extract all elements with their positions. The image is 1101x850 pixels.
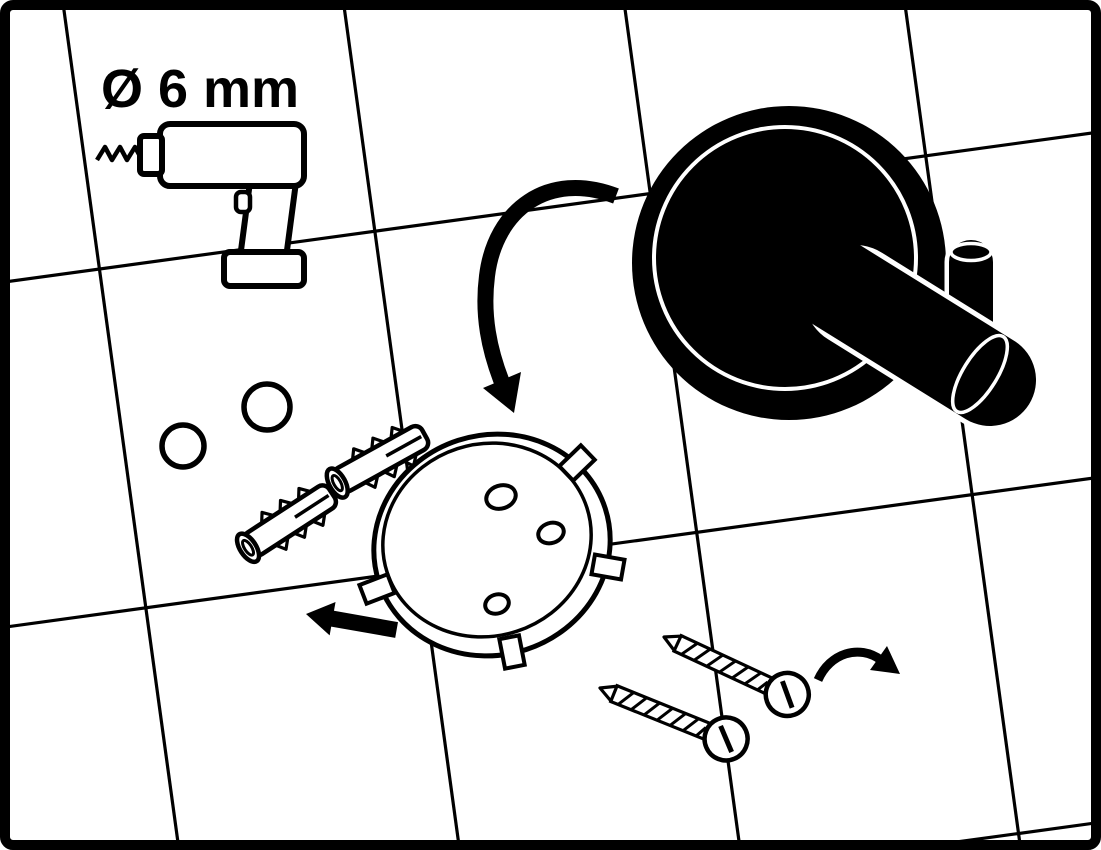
hook-peg-top-face [949, 241, 993, 263]
wall-hook-icon [632, 106, 1041, 431]
drill-bit-icon [95, 144, 143, 163]
insert-direction-arrow-icon [306, 601, 398, 638]
hook-arm [754, 216, 1036, 426]
drilled-hole-1 [159, 422, 207, 470]
plate-bayonet-notch [556, 442, 598, 484]
plate-screw-hole-3 [483, 592, 511, 616]
rotate-mount-arrow-icon [477, 180, 619, 413]
drilled-holes [159, 381, 293, 470]
tile-grout-line [569, 10, 832, 840]
mounting-plate-icon [356, 431, 627, 671]
hook-arm-end-face [950, 333, 1010, 415]
plate-bayonet-notch [356, 571, 398, 607]
plate-bayonet-notch [589, 552, 627, 582]
drilled-hole-2 [241, 381, 293, 433]
screw-rotation-arrow-curve [813, 647, 884, 683]
drill-icon [95, 121, 307, 289]
drill-diameter-label: Ø 6 mm [101, 59, 299, 119]
tile-grout-line [19, 10, 281, 840]
tile-grout-line [845, 10, 1091, 840]
hook-flange-ring [652, 125, 918, 391]
rotate-mount-arrow-head [483, 372, 521, 413]
drill-chuck [137, 133, 165, 177]
plate-screw-hole-2 [536, 520, 566, 546]
rotate-mount-arrow-curve [477, 180, 619, 388]
drill-battery-base [221, 249, 307, 289]
drill-trigger [233, 189, 253, 215]
tile-grout-line [10, 383, 1091, 659]
drill-body [157, 121, 307, 189]
plate-screw-hole-1 [484, 483, 518, 511]
plate-bayonet-notch [496, 633, 528, 671]
screw-rotation-arrow-head [870, 646, 900, 674]
screw-rotation-arrow-icon [813, 646, 900, 683]
